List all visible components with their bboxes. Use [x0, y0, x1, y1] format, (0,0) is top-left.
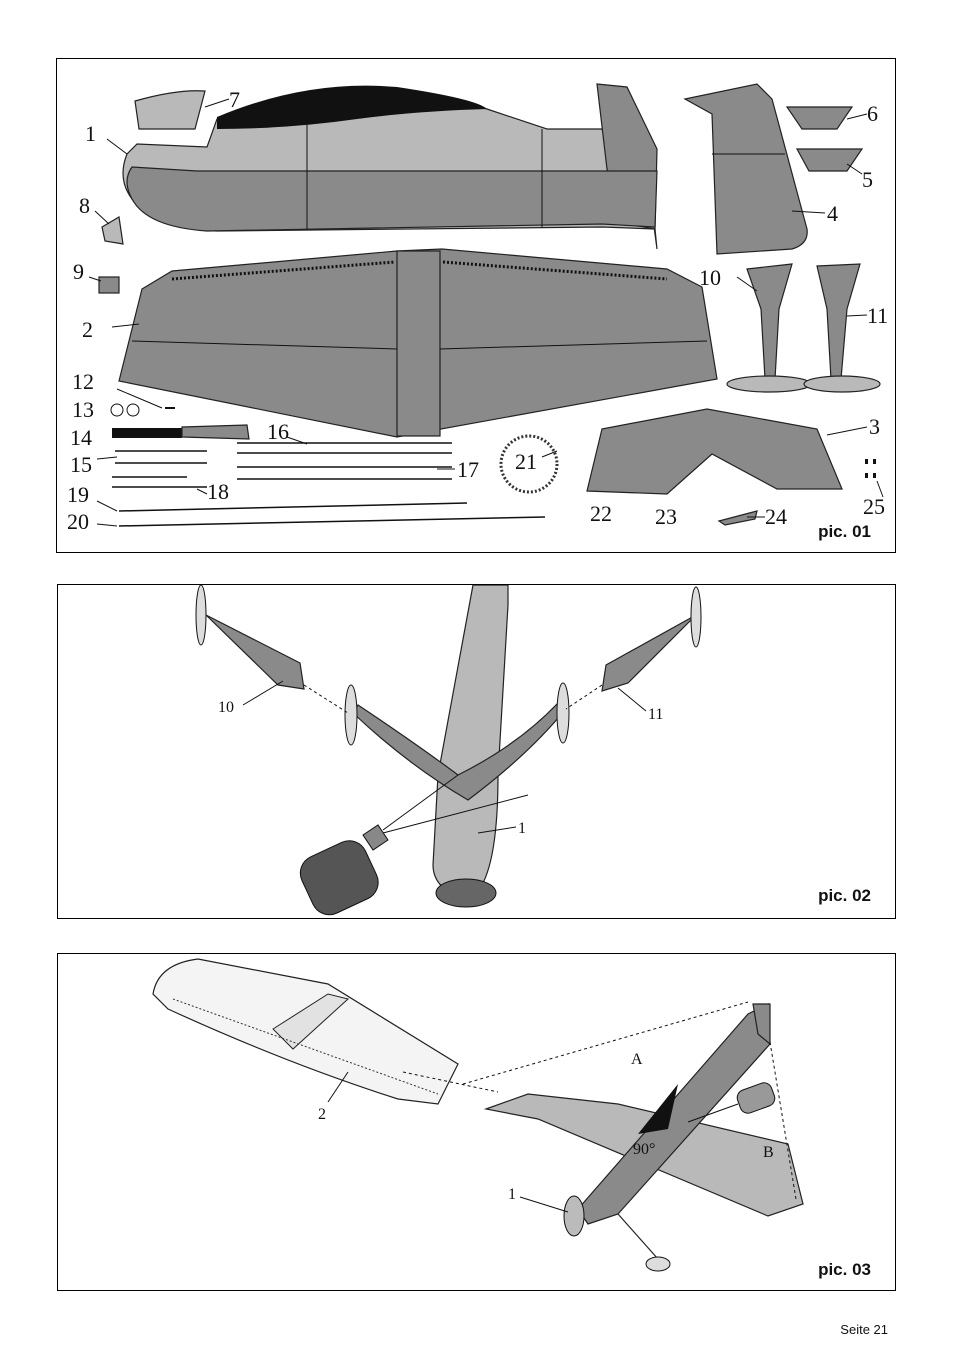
svg-text:2: 2	[318, 1106, 326, 1123]
part-6	[785, 106, 854, 130]
svg-text:23: 23	[655, 504, 677, 529]
svg-text:13: 13	[72, 397, 94, 422]
part-5	[795, 148, 864, 172]
svg-text:20: 20	[67, 509, 89, 534]
svg-text:9: 9	[73, 259, 84, 284]
svg-text:21: 21	[515, 449, 537, 474]
landing-gear-assembly-drawing: 10 11 1	[195, 585, 702, 916]
svg-text:25: 25	[863, 494, 885, 519]
small-part-9	[98, 276, 120, 294]
svg-text:1: 1	[518, 820, 526, 837]
figure-panel-pic-02: 10 11 1 pic. 02	[57, 584, 896, 919]
svg-text:19: 19	[67, 482, 89, 507]
glue-bottle-icon	[299, 774, 529, 916]
callout-labels: 10 11 1	[218, 680, 663, 837]
hardware-parts	[110, 403, 758, 527]
svg-text:11: 11	[867, 303, 888, 328]
svg-text:5: 5	[862, 167, 873, 192]
svg-text:16: 16	[267, 419, 289, 444]
page-number: Seite 21	[840, 1322, 888, 1337]
svg-text:8: 8	[79, 193, 90, 218]
svg-text:90°: 90°	[633, 1141, 655, 1158]
svg-text:14: 14	[70, 425, 92, 450]
wing-alignment-drawing: 2 1 A B 90°	[152, 958, 804, 1272]
figure-caption: pic. 02	[818, 886, 871, 905]
svg-text:12: 12	[72, 369, 94, 394]
svg-text:10: 10	[699, 265, 721, 290]
svg-text:1: 1	[508, 1186, 516, 1203]
svg-text:6: 6	[867, 101, 878, 126]
svg-text:2: 2	[82, 317, 93, 342]
svg-text:18: 18	[207, 479, 229, 504]
main-wing-part	[118, 248, 718, 438]
canopy-part	[134, 90, 206, 130]
svg-text:A: A	[631, 1051, 643, 1068]
callout-labels: 1 2 3 4 5 6 7 8 9 10 11 12 13 14	[67, 87, 888, 534]
svg-text:4: 4	[827, 201, 838, 226]
svg-text:10: 10	[218, 699, 234, 716]
svg-text:24: 24	[765, 504, 787, 529]
svg-text:17: 17	[457, 457, 479, 482]
landing-gear-legs	[726, 263, 881, 393]
parts-overview-drawing: 1 2 3 4 5 6 7 8 9 10 11 12 13 14	[67, 83, 888, 534]
svg-text:11: 11	[648, 706, 663, 723]
svg-text:1: 1	[85, 121, 96, 146]
figure-caption: pic. 01	[818, 522, 871, 541]
figure-panel-pic-01: 1 2 3 4 5 6 7 8 9 10 11 12 13 14	[56, 58, 896, 553]
figure-caption: pic. 03	[818, 1260, 871, 1279]
fuselage-part	[122, 83, 658, 250]
svg-text:B: B	[763, 1144, 774, 1161]
gear-leg-11	[601, 614, 697, 692]
svg-text:15: 15	[70, 452, 92, 477]
svg-text:22: 22	[590, 501, 612, 526]
callout-labels: 2 1 A B 90°	[318, 1051, 774, 1213]
svg-text:7: 7	[229, 87, 240, 112]
stabilizer-part	[586, 408, 843, 495]
fin-part	[683, 83, 808, 255]
gear-leg-10	[205, 614, 305, 690]
svg-text:3: 3	[869, 414, 880, 439]
cowl-part	[101, 216, 124, 245]
figure-panel-pic-03: 2 1 A B 90° pic. 03	[57, 953, 896, 1291]
fuselage-part	[432, 585, 509, 901]
